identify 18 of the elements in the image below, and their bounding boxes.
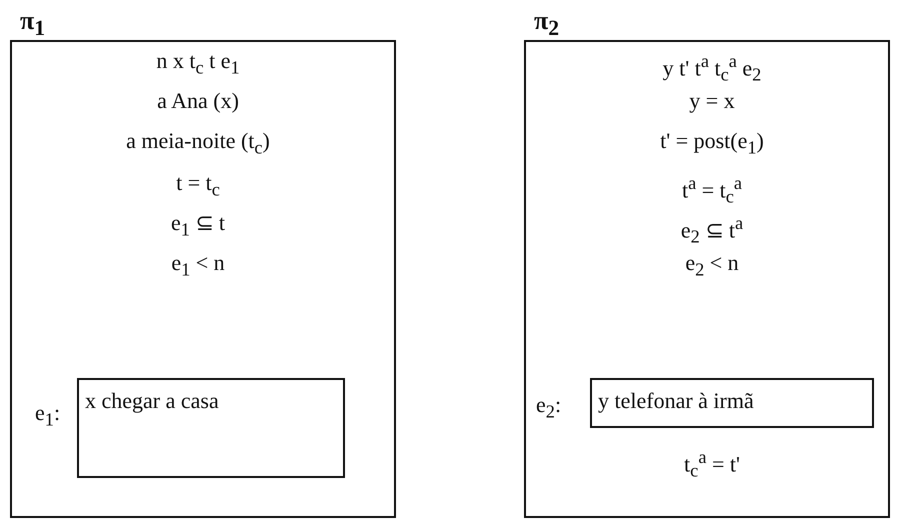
condition-text: e$_{1}$ < n: [171, 250, 225, 282]
condition-text: a meia-noite (t$_{c}$): [126, 128, 270, 160]
condition-text: t = t$_{c}$: [176, 170, 220, 202]
condition-text: t$_{c}$$^{a}$ = t': [684, 446, 740, 483]
event-description: x chegar a casa: [85, 388, 219, 414]
condition-text: y = x: [689, 88, 735, 114]
condition-text: t' = post(e$_{1}$): [660, 128, 764, 160]
event-label: e$_{1}$:: [35, 400, 60, 432]
condition-text: e$_{2}$ ⊆ t$^{a}$: [680, 212, 744, 249]
condition-text: e$_{1}$ ⊆ t: [170, 210, 226, 242]
box-label: π$_{1}$: [20, 8, 46, 42]
discourse-referents: n x t$_{c}$ t e$_{1}$: [156, 48, 240, 80]
discourse-referents: y t' t$^{a}$ t$_{c}$$^{a}$ e$_{2}$: [662, 50, 762, 87]
condition-text: a Ana (x): [157, 88, 239, 114]
event-description: y telefonar à irmã: [598, 388, 754, 414]
condition-text: e$_{2}$ < n: [685, 250, 739, 282]
box-label: π$_{2}$: [534, 8, 560, 42]
event-label: e$_{2}$:: [536, 392, 562, 424]
